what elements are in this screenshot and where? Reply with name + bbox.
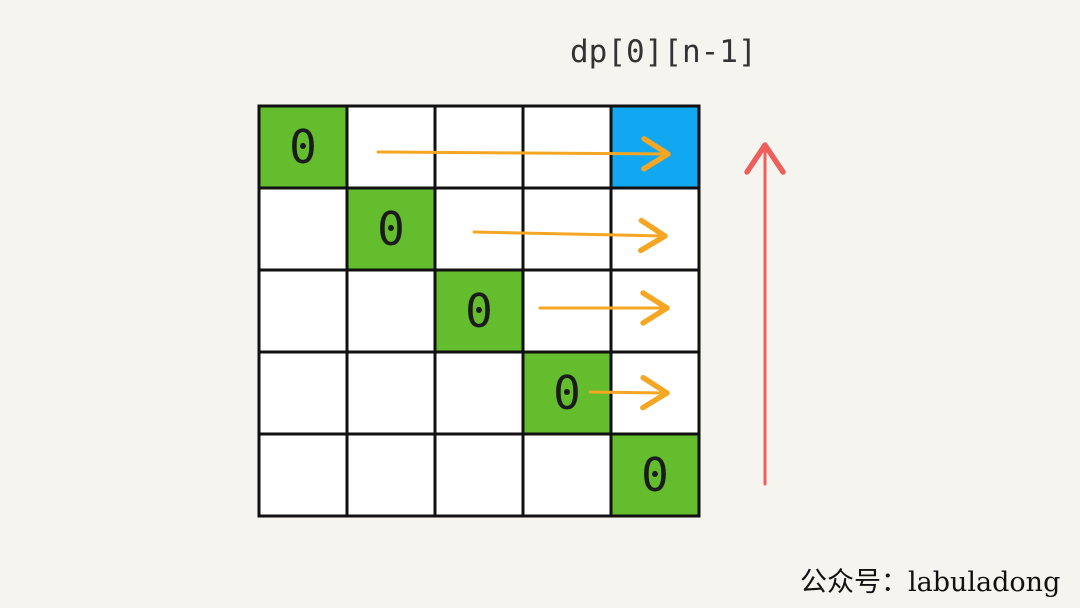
grid-cell	[433, 186, 525, 272]
grid-cell	[521, 104, 613, 190]
grid-cell	[521, 268, 613, 354]
diagonal-zero-label: 0	[465, 284, 493, 338]
grid-cell	[257, 432, 349, 518]
grid-cell	[433, 104, 525, 190]
grid-cell	[433, 432, 525, 518]
diagonal-cell	[257, 104, 349, 190]
row-arrows	[376, 136, 671, 411]
grid-cell	[257, 186, 349, 272]
grid-cell	[345, 268, 437, 354]
grid-cell	[345, 350, 437, 436]
grid-cell	[609, 268, 701, 354]
source-watermark: 公众号：labuladong	[800, 567, 1061, 598]
grid-cell	[521, 432, 613, 518]
grid-cell	[257, 268, 349, 354]
grid-cell	[521, 186, 613, 272]
grid-cell	[345, 432, 437, 518]
target-cell	[609, 104, 701, 190]
target-cell-label: dp[0][n-1]	[570, 34, 757, 70]
diagonal-zero-label: 0	[641, 448, 669, 502]
grid-cells: 0 0 0 0 0	[257, 104, 701, 518]
grid-cell	[609, 186, 701, 272]
grid-cell	[433, 350, 525, 436]
row-arrow-4	[588, 374, 670, 411]
row-arrow-1	[376, 136, 671, 172]
diagonal-zero-label: 0	[377, 202, 405, 256]
diagonal-zero-label: 0	[289, 120, 317, 174]
grid-cell	[345, 104, 437, 190]
diagonal-zero-label: 0	[553, 366, 581, 420]
diagonal-cell	[609, 432, 701, 518]
grid-cell	[257, 350, 349, 436]
row-arrow-2	[472, 217, 668, 254]
